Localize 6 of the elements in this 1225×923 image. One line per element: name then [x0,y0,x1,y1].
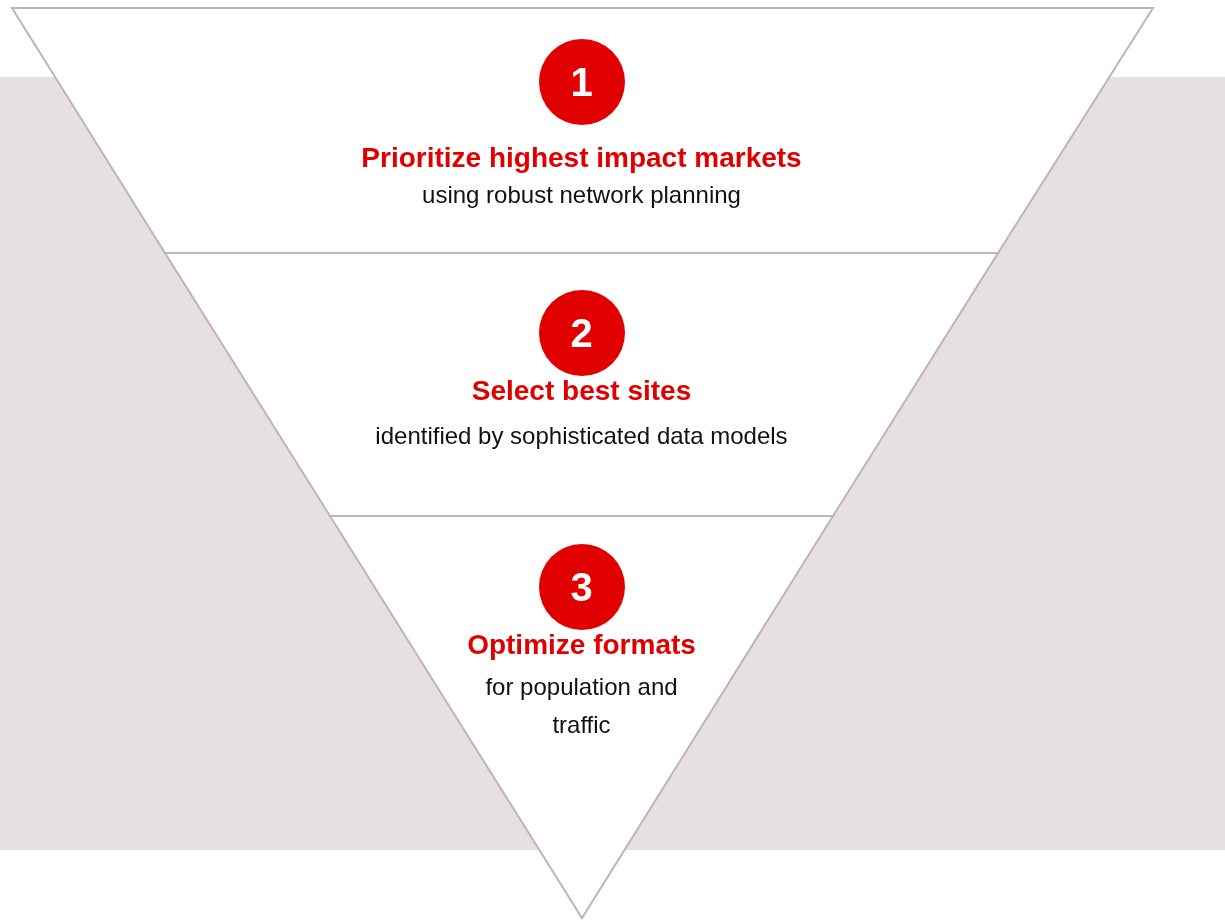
step-description: identified by sophisticated data models [375,421,788,451]
step-description: for population and traffic [484,672,679,740]
step-description: using robust network planning [422,180,741,210]
step-heading: Select best sites [471,375,692,407]
step-heading: Prioritize highest impact markets [361,142,802,174]
step-heading: Optimize formats [467,629,696,661]
